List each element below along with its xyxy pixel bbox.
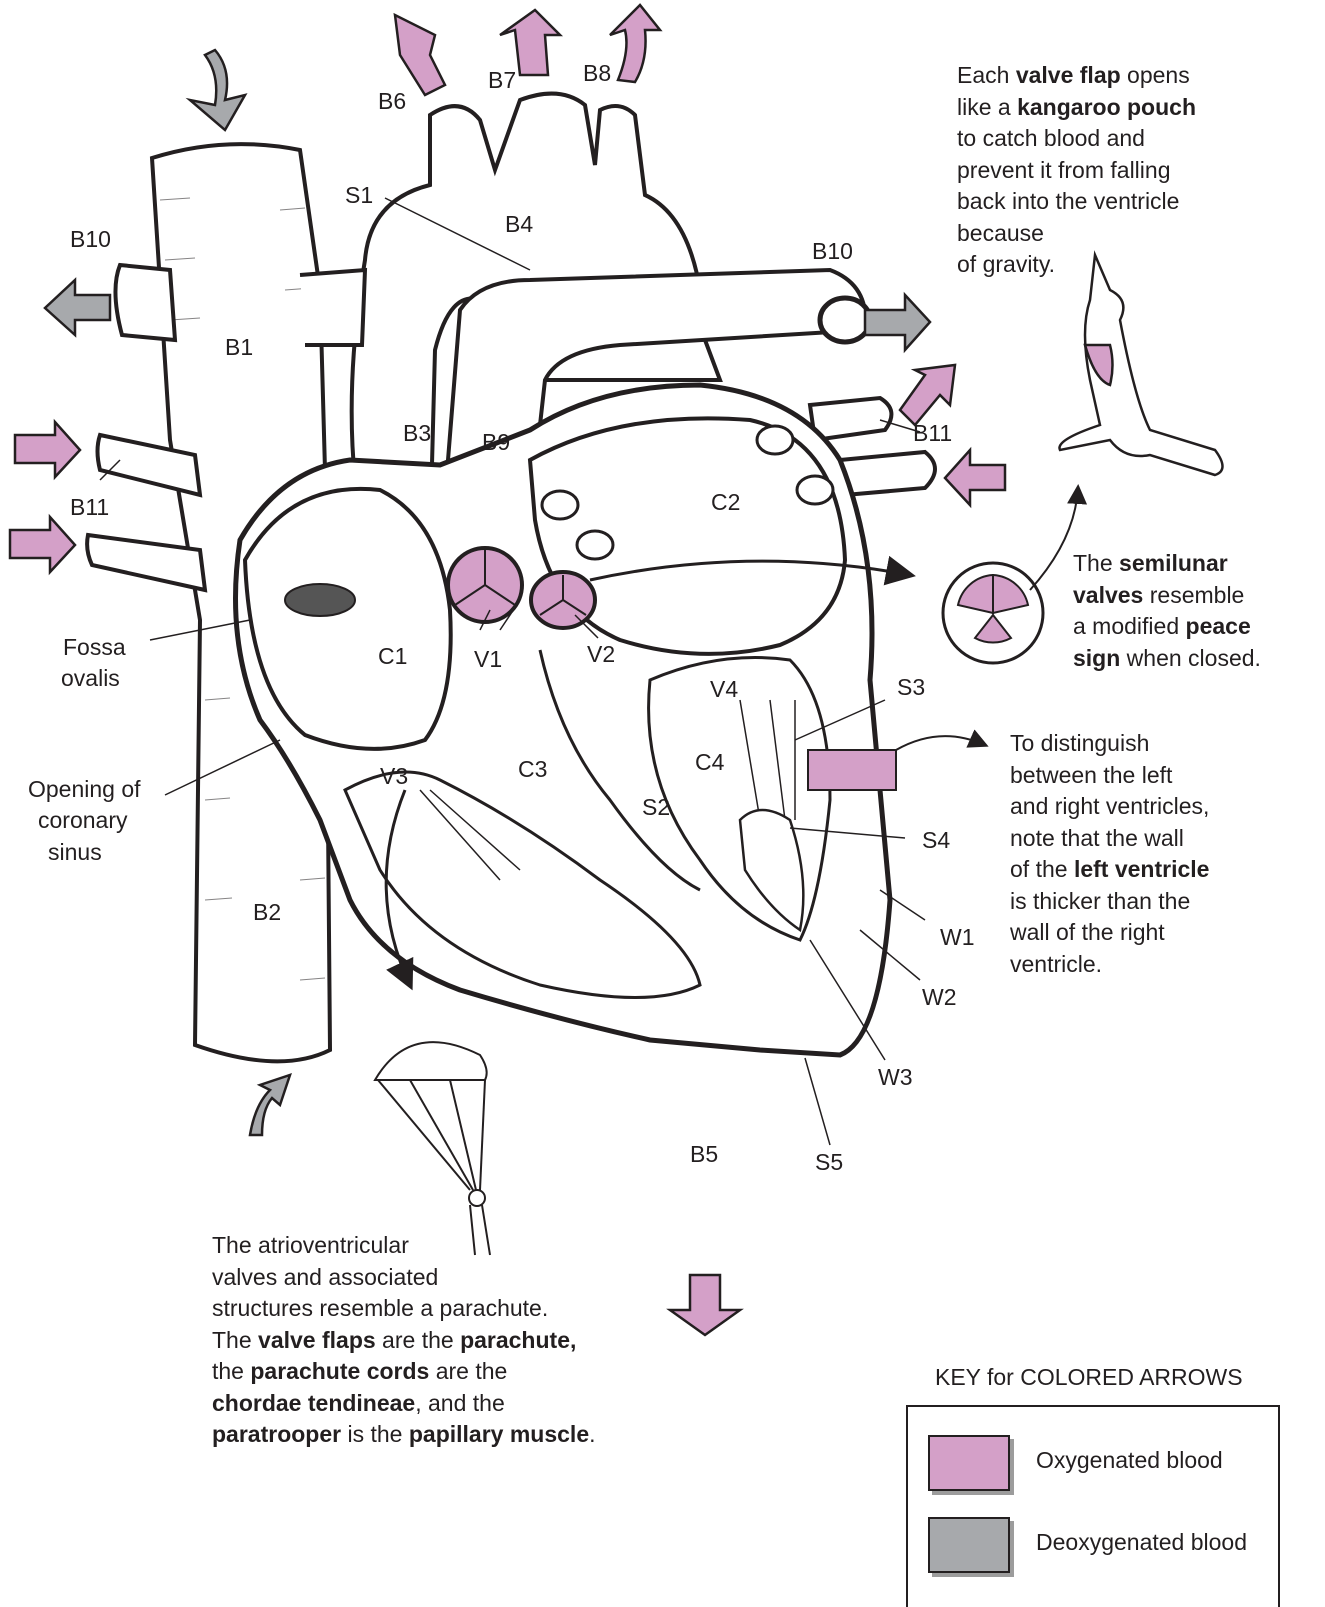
ventricles-note: To distinguish between the left and righ…: [1010, 728, 1209, 980]
label-b7: B7: [488, 67, 516, 93]
label-c4: C4: [695, 749, 725, 775]
label-b6: B6: [378, 88, 406, 114]
label-s5: S5: [815, 1149, 843, 1175]
key-title: KEY for COLORED ARROWS: [935, 1364, 1243, 1391]
label-v1: V1: [474, 646, 502, 672]
label-c2: C2: [711, 489, 740, 515]
deoxygenated-label: Deoxygenated blood: [1036, 1529, 1247, 1556]
color-key: Oxygenated blood Deoxygenated blood: [906, 1405, 1280, 1607]
semilunar-note: The semilunar valves resemble a modified…: [1073, 548, 1261, 674]
label-b9: B9: [482, 429, 510, 455]
label-b3: B3: [403, 420, 431, 446]
label-b10-right: B10: [812, 238, 853, 264]
label-w2: W2: [922, 984, 957, 1010]
label-v4: V4: [710, 676, 738, 702]
parachute-illustration: [375, 1042, 490, 1255]
label-w1: W1: [940, 924, 975, 950]
oxygenated-swatch: [928, 1435, 1010, 1491]
kangaroo-illustration: [1060, 255, 1223, 475]
label-b4: B4: [505, 211, 533, 237]
label-b11-left: B11: [70, 494, 109, 520]
label-s2: S2: [642, 794, 670, 820]
pulmonary-artery-opening: [820, 298, 870, 342]
label-fossa-2: ovalis: [61, 665, 120, 691]
oxygenated-label: Oxygenated blood: [1036, 1447, 1223, 1474]
label-fossa-1: Fossa: [63, 634, 126, 660]
label-s1: S1: [345, 182, 373, 208]
label-b10-left: B10: [70, 226, 111, 252]
label-v3: V3: [380, 763, 408, 789]
fossa-ovalis-mark: [285, 584, 355, 616]
wall-thickness-box: [808, 750, 896, 790]
label-sinus-1: Opening of: [28, 776, 141, 802]
label-sinus-3: sinus: [48, 839, 102, 865]
label-b8: B8: [583, 60, 611, 86]
label-c3: C3: [518, 756, 547, 782]
deoxygenated-swatch: [928, 1517, 1010, 1573]
label-b2: B2: [253, 899, 281, 925]
label-c1: C1: [378, 643, 407, 669]
label-sinus-2: coronary: [38, 807, 128, 833]
label-b11-right: B11: [913, 420, 952, 446]
label-b1: B1: [225, 334, 253, 360]
parachute-note: The atrioventricular valves and associat…: [212, 1230, 596, 1451]
right-pulmonary-artery: [300, 270, 365, 345]
kangaroo-note: Each valve flap opens like a kangaroo po…: [957, 60, 1196, 281]
label-s3: S3: [897, 674, 925, 700]
label-v2: V2: [587, 641, 615, 667]
label-w3: W3: [878, 1064, 913, 1090]
label-s4: S4: [922, 827, 950, 853]
label-b5: B5: [690, 1141, 718, 1167]
